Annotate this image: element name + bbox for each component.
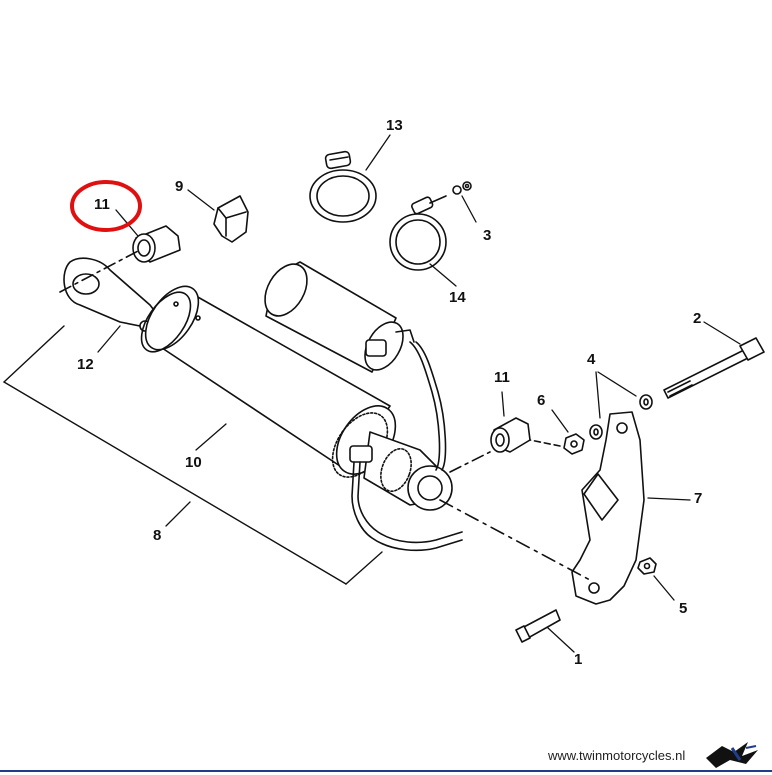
highlight-circle (70, 180, 142, 232)
clamp-14 (389, 195, 447, 271)
bushing-11-top (132, 225, 181, 263)
nut-6 (563, 433, 585, 455)
shock-lower-eye (349, 431, 453, 511)
callout-10: 10 (185, 454, 202, 471)
washers-4 (589, 394, 653, 440)
bracket-8-outline (3, 325, 383, 585)
brand-logo-icon (706, 742, 758, 768)
footer-url[interactable]: www.twinmotorcycles.nl (548, 748, 686, 763)
callout-2: 2 (693, 310, 702, 327)
callout-6: 6 (537, 392, 546, 409)
callout-1: 1 (574, 651, 583, 668)
reservoir (264, 261, 415, 373)
callout-11-top: 11 (94, 196, 110, 213)
callout-7: 7 (694, 490, 703, 507)
bracket-7 (571, 411, 645, 605)
nut-washer-3 (452, 181, 472, 195)
nut-5 (637, 557, 657, 575)
hose (351, 341, 463, 552)
callout-12: 12 (77, 356, 94, 373)
callout-5: 5 (679, 600, 688, 617)
callout-8: 8 (153, 527, 162, 544)
callout-14: 14 (449, 289, 466, 306)
bolt-2 (663, 337, 765, 399)
callout-3: 3 (483, 227, 492, 244)
shock-body-10 (140, 285, 397, 478)
callout-9: 9 (175, 178, 184, 195)
leader-lines (97, 134, 741, 653)
bushing-11-right (490, 417, 531, 453)
callout-11-right: 11 (494, 369, 510, 386)
axis-line (439, 499, 591, 581)
hose-clamp-13 (309, 150, 377, 223)
callout-4: 4 (587, 351, 596, 368)
callout-13: 13 (386, 117, 403, 134)
bumper-9 (213, 195, 249, 243)
footer-divider (0, 770, 772, 772)
bolt-1 (515, 609, 561, 643)
